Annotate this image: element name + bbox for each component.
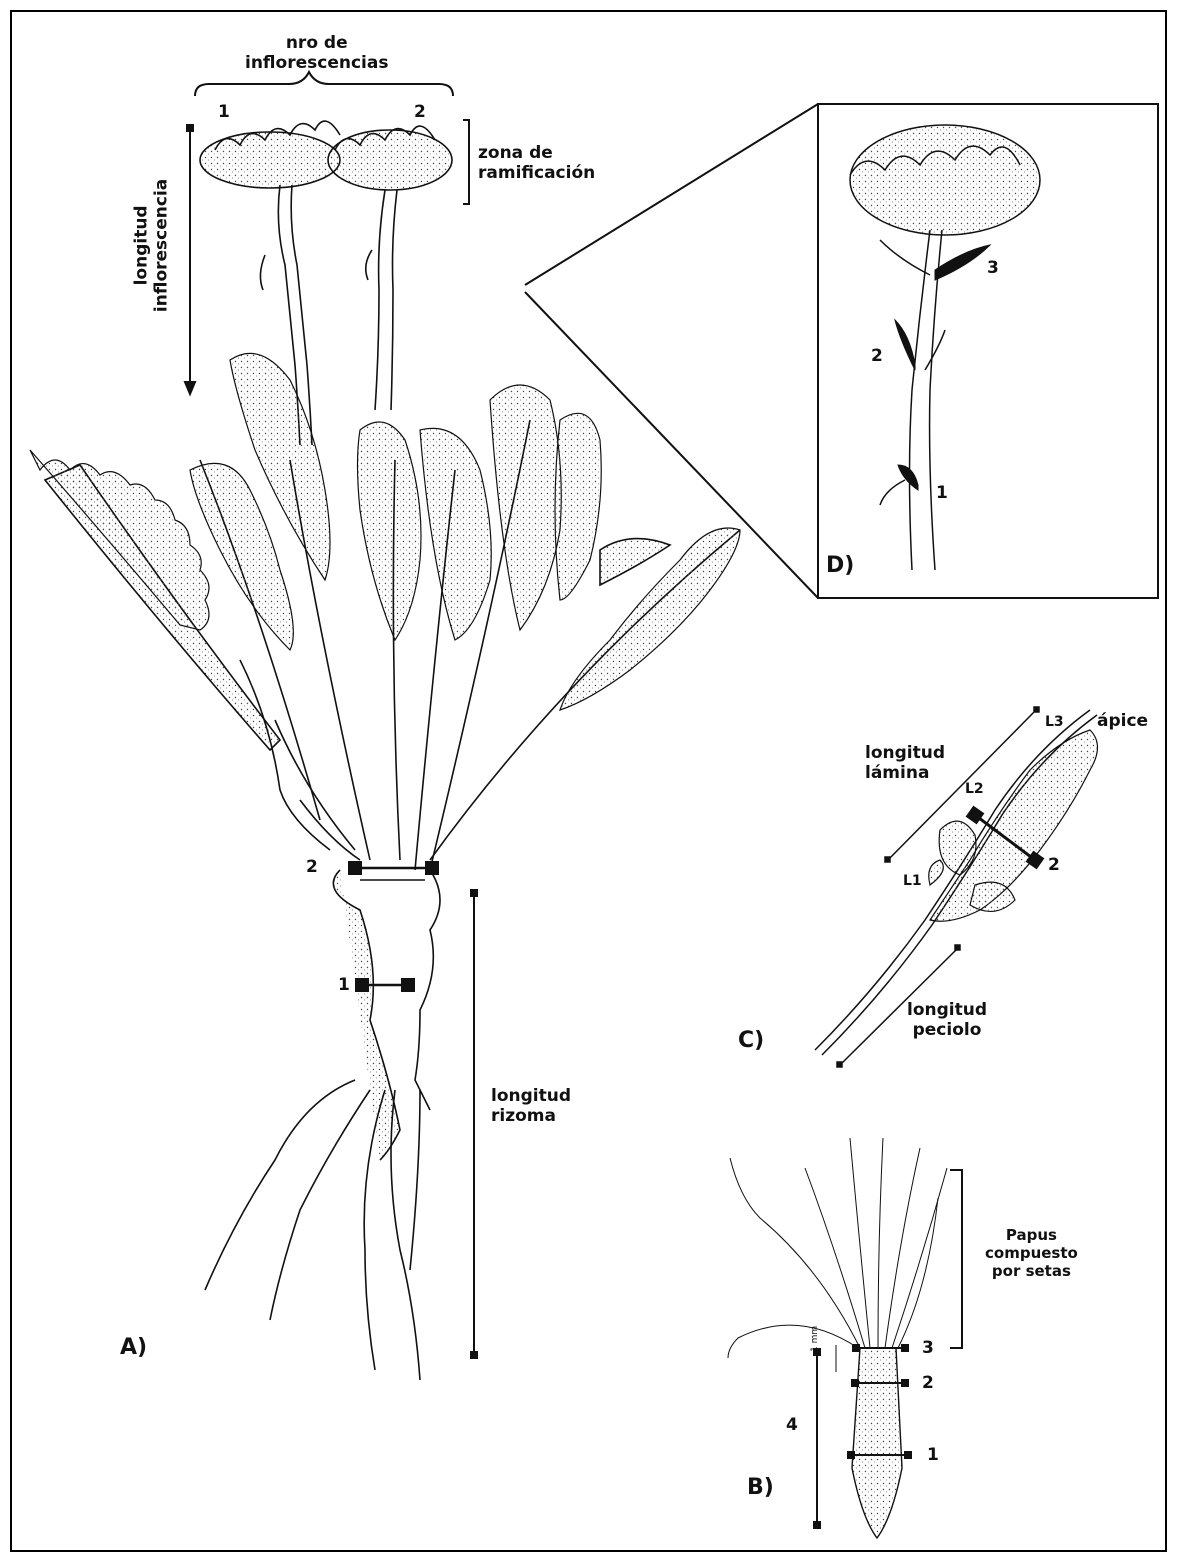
label-c-2: 2: [1048, 855, 1060, 875]
label-panel-c: C): [738, 1028, 764, 1054]
label-d-3: 3: [987, 258, 999, 278]
width-2-cap-right: [426, 862, 438, 874]
label-nro-inflorescencias: nro de inflorescencias: [245, 33, 388, 74]
label-rhizome-1: 1: [338, 975, 350, 995]
label-papus: Papus compuesto por setas: [985, 1226, 1078, 1280]
label-panel-a: A): [120, 1335, 147, 1361]
label-d-2: 2: [871, 346, 883, 366]
rhizome-length-cap-top: [471, 890, 477, 896]
label-scale: 1 mm: [810, 1326, 821, 1352]
width-1-cap-left: [356, 979, 368, 991]
label-longitud-peciolo: longitud peciolo: [907, 1000, 987, 1041]
inflorescence-2: [328, 126, 452, 410]
label-b-4: 4: [786, 1415, 798, 1435]
brace-inflorescence-count: [195, 72, 453, 96]
label-longitud-rizoma: longitud rizoma: [491, 1086, 571, 1127]
label-longitud-lamina: longitud lámina: [865, 743, 945, 784]
label-d-1: 1: [936, 483, 948, 503]
zoom-line-top: [525, 104, 818, 285]
bracket-papus: [950, 1170, 962, 1348]
label-infl-2: 2: [414, 102, 426, 122]
lamina-length-cap-end: [1034, 707, 1039, 712]
width-1-cap-right: [402, 979, 414, 991]
label-L1: L1: [903, 873, 922, 890]
panel-a-measures: [185, 72, 477, 1358]
label-b-3: 3: [922, 1338, 934, 1358]
panel-d: [525, 104, 1158, 598]
bracket-branching-zone: [463, 120, 469, 204]
label-panel-b: B): [747, 1475, 774, 1501]
leaf-rosette: [30, 353, 740, 870]
width-2-cap-left: [349, 862, 361, 874]
label-L2: L2: [965, 781, 984, 798]
lamina-length-cap-start: [885, 857, 890, 862]
label-panel-d: D): [826, 553, 854, 579]
label-apice: ápice: [1097, 711, 1148, 731]
rhizome-length-cap-bottom: [471, 1352, 477, 1358]
label-infl-1: 1: [218, 102, 230, 122]
label-longitud-inflorescencia: longitud inflorescencia: [132, 175, 173, 315]
label-b-2: 2: [922, 1373, 934, 1393]
label-rhizome-2: 2: [306, 857, 318, 877]
petiole-length-cap-start: [837, 1062, 842, 1067]
label-b-1: 1: [927, 1445, 939, 1465]
label-zona-ramificacion: zona de ramificación: [478, 143, 595, 184]
rhizome: [205, 870, 440, 1380]
petiole-length-cap-end: [955, 945, 960, 950]
label-L3: L3: [1045, 714, 1064, 731]
infl-length-arrow: [185, 382, 195, 394]
